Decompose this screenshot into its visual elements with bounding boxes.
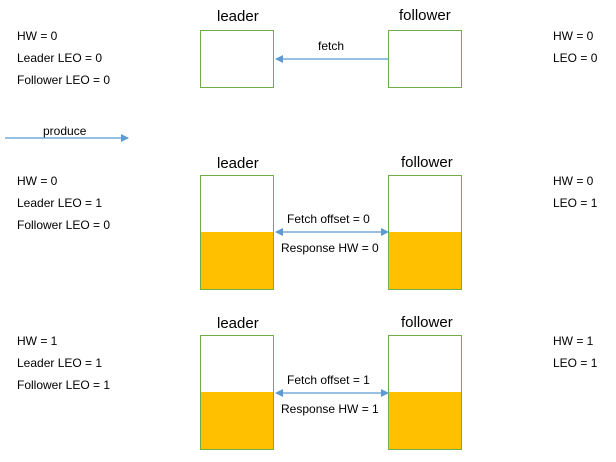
stage1-follower-label: follower — [399, 7, 451, 24]
stage2-follower-message-slot — [388, 232, 462, 290]
stage3-follower-info: HW = 1 LEO = 1 — [553, 330, 597, 374]
stage2-follower-info: HW = 0 LEO = 1 — [553, 170, 597, 214]
stage3-follower-hw: HW = 1 — [553, 334, 594, 348]
stage1-follower-leo-on-leader: Follower LEO = 0 — [17, 73, 111, 87]
stage2-response-hw-label: Response HW = 0 — [281, 241, 379, 255]
stage3-leader-leo: Leader LEO = 1 — [17, 356, 103, 370]
stage1-leader-info: HW = 0 Leader LEO = 0 Follower LEO = 0 — [17, 25, 110, 91]
stage3-follower-leo-on-leader: Follower LEO = 1 — [17, 378, 111, 392]
stage3-follower-leo: LEO = 1 — [553, 356, 598, 370]
stage2-follower-label: follower — [401, 154, 453, 171]
stage1-leader-leo: Leader LEO = 0 — [17, 51, 103, 65]
produce-label: produce — [43, 124, 87, 138]
stage2-follower-hw: HW = 0 — [553, 174, 594, 188]
stage2-leader-hw: HW = 0 — [17, 174, 58, 188]
stage1-follower-hw: HW = 0 — [553, 29, 594, 43]
stage3-follower-label: follower — [401, 314, 453, 331]
stage3-follower-message-slot — [388, 392, 462, 450]
stage2-follower-leo-on-leader: Follower LEO = 0 — [17, 218, 111, 232]
stage1-leader-label: leader — [217, 8, 259, 25]
stage1-leader-hw: HW = 0 — [17, 29, 58, 43]
stage1-follower-info: HW = 0 LEO = 0 — [553, 25, 597, 69]
stage3-leader-message-slot — [200, 392, 274, 450]
stage2-leader-message-slot — [200, 232, 274, 290]
stage1-follower-box — [388, 30, 462, 88]
stage1-leader-box — [200, 30, 274, 88]
stage3-leader-info: HW = 1 Leader LEO = 1 Follower LEO = 1 — [17, 330, 110, 396]
stage2-leader-info: HW = 0 Leader LEO = 1 Follower LEO = 0 — [17, 170, 110, 236]
stage1-follower-leo: LEO = 0 — [553, 51, 598, 65]
stage3-leader-label: leader — [217, 315, 259, 332]
stage1-fetch-label: fetch — [318, 39, 345, 53]
stage3-response-hw-label: Response HW = 1 — [281, 402, 379, 416]
stage2-leader-leo: Leader LEO = 1 — [17, 196, 103, 210]
stage3-fetch-offset-label: Fetch offset = 1 — [287, 373, 370, 387]
stage2-follower-leo: LEO = 1 — [553, 196, 598, 210]
stage3-leader-hw: HW = 1 — [17, 334, 58, 348]
stage2-fetch-offset-label: Fetch offset = 0 — [287, 212, 370, 226]
stage2-leader-label: leader — [217, 155, 259, 172]
